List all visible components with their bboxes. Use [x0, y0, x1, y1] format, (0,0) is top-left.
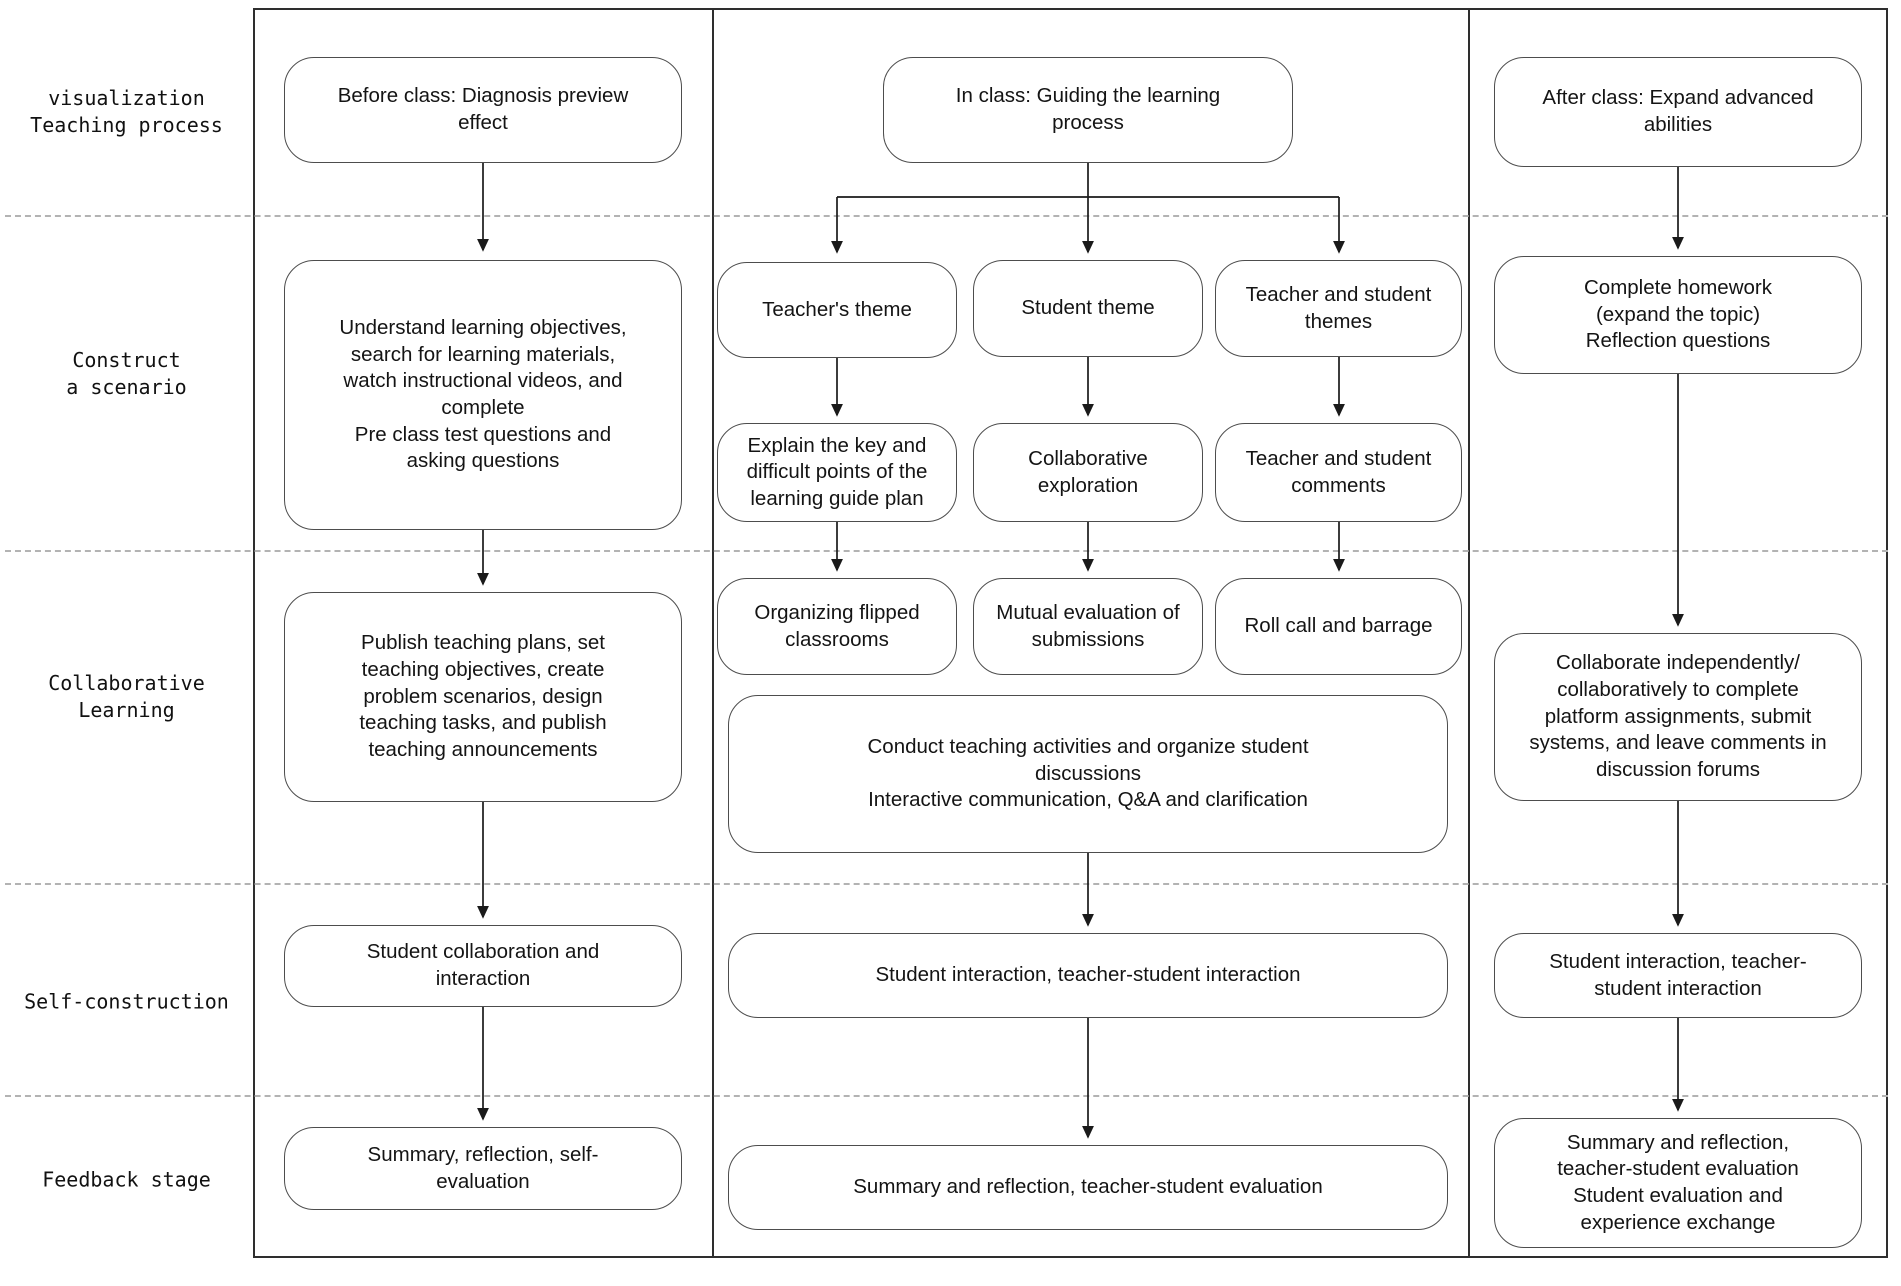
box-collaborative-exploration: Collaborative exploration	[973, 423, 1203, 522]
box-in-class: In class: Guiding the learning process	[883, 57, 1293, 163]
box-mutual-evaluation: Mutual evaluation of submissions	[973, 578, 1203, 675]
box-teacher-student-themes: Teacher and student themes	[1215, 260, 1462, 357]
box-summary-right: Summary and reflection, teacher-student …	[1494, 1118, 1862, 1248]
box-publish-plans: Publish teaching plans, set teaching obj…	[284, 592, 682, 802]
row-label-construct-scenario: Construct a scenario	[66, 348, 187, 399]
box-interaction-mid: Student interaction, teacher-student int…	[728, 933, 1448, 1018]
row-divider-dashed-2	[5, 550, 1888, 552]
box-roll-call-barrage: Roll call and barrage	[1215, 578, 1462, 675]
row-divider-dashed-1	[5, 215, 1888, 217]
box-student-collaboration: Student collaboration and interaction	[284, 925, 682, 1007]
row-label-teaching-process: visualization Teaching process	[30, 86, 223, 137]
row-label-feedback-stage: Feedback stage	[42, 1167, 211, 1192]
outer-frame	[253, 8, 1888, 1258]
row-divider-dashed-3	[5, 883, 1888, 885]
box-organizing-flipped: Organizing flipped classrooms	[717, 578, 957, 675]
box-understand-objectives: Understand learning objectives, search f…	[284, 260, 682, 530]
column-divider-2	[1468, 8, 1470, 1258]
box-after-class: After class: Expand advanced abilities	[1494, 57, 1862, 167]
box-summary-self-eval: Summary, reflection, self- evaluation	[284, 1127, 682, 1210]
box-teachers-theme: Teacher's theme	[717, 262, 957, 358]
branch-line-in-class	[837, 163, 1339, 198]
box-collaborate-platform: Collaborate independently/ collaborative…	[1494, 633, 1862, 801]
box-before-class: Before class: Diagnosis preview effect	[284, 57, 682, 163]
row-label-collaborative-learning: Collaborative Learning	[48, 671, 205, 722]
row-divider-dashed-4	[5, 1095, 1888, 1097]
box-summary-mid: Summary and reflection, teacher-student …	[728, 1145, 1448, 1230]
row-label-self-construction: Self-construction	[24, 989, 229, 1014]
box-explain-key-points: Explain the key and difficult points of …	[717, 423, 957, 522]
box-student-theme: Student theme	[973, 260, 1203, 357]
box-complete-homework: Complete homework (expand the topic) Ref…	[1494, 256, 1862, 374]
box-teacher-student-comments: Teacher and student comments	[1215, 423, 1462, 522]
box-conduct-activities: Conduct teaching activities and organize…	[728, 695, 1448, 853]
column-divider-1	[712, 8, 714, 1258]
box-interaction-right: Student interaction, teacher- student in…	[1494, 933, 1862, 1018]
